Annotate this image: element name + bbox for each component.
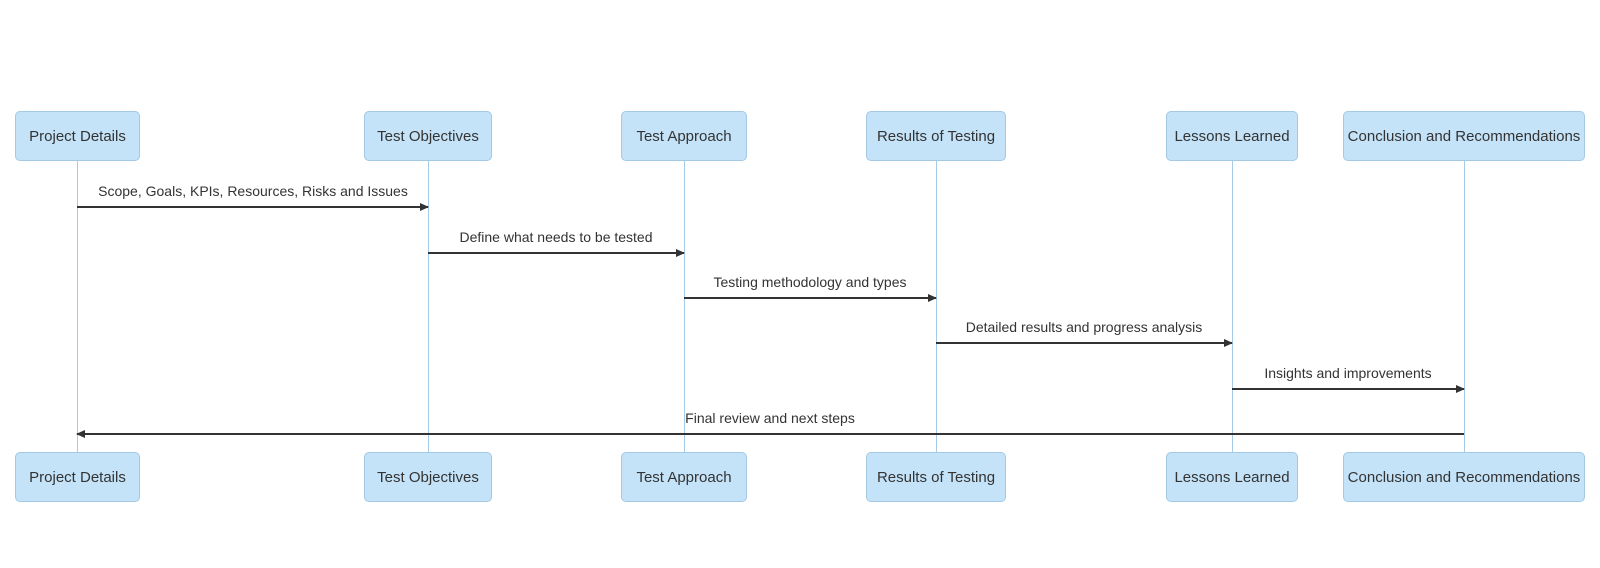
lifeline-test-approach [684, 161, 685, 452]
lifeline-conclusion-and-recommendations [1464, 161, 1465, 452]
actor-top-project-details: Project Details [15, 111, 140, 161]
message-label-define-what-needs-tested: Define what needs to be tested [459, 229, 653, 245]
actor-top-lessons-learned: Lessons Learned [1166, 111, 1298, 161]
lifeline-lessons-learned [1232, 161, 1233, 452]
actor-bottom-results-of-testing: Results of Testing [866, 452, 1006, 502]
message-arrow-6-return [76, 430, 1464, 438]
arrowhead-right-icon [1456, 385, 1465, 393]
message-label-insights-improvements: Insights and improvements [1264, 365, 1432, 381]
actor-top-results-of-testing: Results of Testing [866, 111, 1006, 161]
message-arrow-3 [684, 294, 937, 302]
actor-bottom-conclusion-and-recommendations: Conclusion and Recommendations [1343, 452, 1585, 502]
actor-label: Results of Testing [876, 127, 996, 145]
actor-label: Results of Testing [876, 468, 996, 486]
actor-label: Test Objectives [377, 127, 479, 145]
actor-label: Conclusion and Recommendations [1347, 468, 1581, 486]
arrowhead-left-icon [76, 430, 85, 438]
lifeline-results-of-testing [936, 161, 937, 452]
actor-top-conclusion-and-recommendations: Conclusion and Recommendations [1343, 111, 1585, 161]
message-label-scope-goals-kpis: Scope, Goals, KPIs, Resources, Risks and… [98, 183, 408, 199]
actor-bottom-test-approach: Test Approach [621, 452, 747, 502]
arrowhead-right-icon [928, 294, 937, 302]
message-label-testing-methodology: Testing methodology and types [713, 274, 907, 290]
actor-top-test-objectives: Test Objectives [364, 111, 492, 161]
actor-label: Test Approach [636, 127, 732, 145]
actor-bottom-project-details: Project Details [15, 452, 140, 502]
message-label-final-review: Final review and next steps [685, 410, 855, 426]
message-label-detailed-results: Detailed results and progress analysis [965, 319, 1203, 335]
message-arrow-1 [77, 203, 429, 211]
actor-label: Lessons Learned [1174, 468, 1290, 486]
message-arrow-2 [428, 249, 685, 257]
message-arrow-4 [936, 339, 1233, 347]
actor-label: Project Details [29, 468, 126, 486]
lifeline-project-details [77, 161, 78, 452]
actor-bottom-lessons-learned: Lessons Learned [1166, 452, 1298, 502]
actor-label: Test Approach [636, 468, 732, 486]
actor-label: Conclusion and Recommendations [1347, 127, 1581, 145]
lifeline-test-objectives [428, 161, 429, 452]
arrowhead-right-icon [1224, 339, 1233, 347]
actor-label: Test Objectives [377, 468, 479, 486]
arrowhead-right-icon [420, 203, 429, 211]
actor-label: Project Details [29, 127, 126, 145]
message-arrow-5 [1232, 385, 1465, 393]
actor-top-test-approach: Test Approach [621, 111, 747, 161]
arrowhead-right-icon [676, 249, 685, 257]
actor-bottom-test-objectives: Test Objectives [364, 452, 492, 502]
actor-label: Lessons Learned [1174, 127, 1290, 145]
